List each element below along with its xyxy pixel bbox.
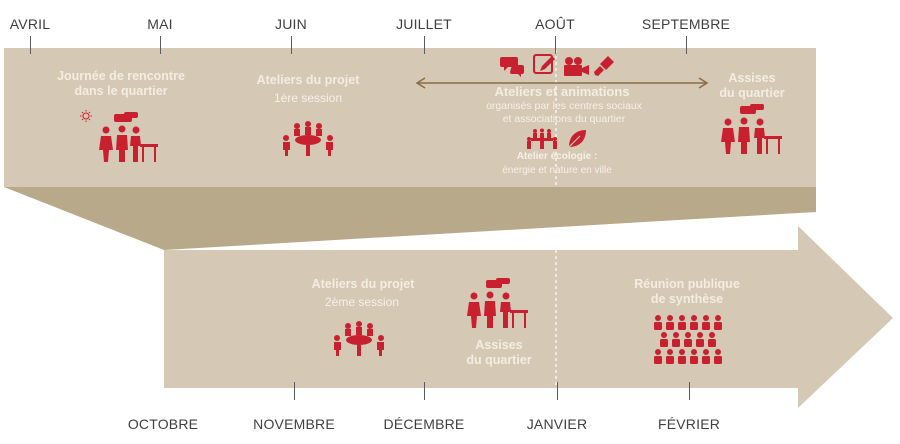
- tick-aout: [555, 36, 557, 54]
- month-juin: JUIN: [275, 16, 307, 32]
- month-octobre: OCTOBRE: [127, 416, 199, 432]
- month-decembre: DÉCEMBRE: [383, 416, 465, 432]
- workshop-icon: [527, 128, 557, 149]
- event-animations-sub: organisés par les centres sociaux et ass…: [486, 100, 642, 125]
- event-ateliers2-sub: 2ème session: [324, 295, 400, 309]
- month-avril: AVRIL: [9, 16, 51, 32]
- event-ateliers1-sub: 1ère session: [273, 91, 343, 105]
- round-table-icon: [283, 121, 333, 156]
- tick-avril: [30, 36, 32, 54]
- people-meeting-sun-icon: [80, 110, 158, 162]
- month-juillet: JUILLET: [396, 16, 452, 32]
- tick-juin: [291, 36, 293, 54]
- period-arrow: [415, 77, 709, 89]
- people-meeting-icon: [467, 278, 528, 328]
- event-rencontre-title: Journée de rencontre dans le quartier: [57, 69, 185, 98]
- round-table-icon: [334, 321, 384, 356]
- month-fevrier: FÉVRIER: [657, 416, 721, 432]
- event-ateliers1-title: Ateliers du projet: [256, 73, 360, 87]
- speech-bubbles-icon: [500, 57, 524, 77]
- paintbrush-icon: [594, 56, 614, 76]
- tick-mai: [160, 36, 162, 54]
- leaf-icon: [568, 130, 586, 148]
- people-meeting-icon: [721, 104, 782, 154]
- tick-septembre: [686, 36, 688, 54]
- tick-novembre: [294, 382, 296, 400]
- event-assises2-title: Assises du quartier: [466, 338, 532, 367]
- fold-shape: [4, 187, 816, 250]
- top-band: [4, 48, 816, 187]
- month-mai: MAI: [147, 16, 173, 32]
- event-ecologie-sub: énergie et nature en ville: [502, 165, 612, 176]
- tick-janvier: [557, 382, 559, 400]
- month-novembre: NOVEMBRE: [253, 416, 335, 432]
- month-aout: AOÛT: [535, 16, 575, 32]
- month-septembre: SEPTEMBRE: [641, 16, 731, 32]
- tick-juillet: [424, 36, 426, 54]
- event-ateliers2-title: Ateliers du projet: [311, 277, 415, 291]
- tick-decembre: [424, 382, 426, 400]
- pencil-note-icon: [533, 54, 555, 74]
- audience-icon: [654, 315, 722, 364]
- month-janvier: JANVIER: [526, 416, 588, 432]
- bottom-arrow: [164, 226, 893, 408]
- event-animations-title: Ateliers et animations: [494, 84, 630, 99]
- event-ecologie-title: Atelier écologie :: [516, 151, 598, 162]
- tick-fevrier: [689, 382, 691, 400]
- event-assises1-title: Assises du quartier: [719, 71, 785, 100]
- event-reunion-title: Réunion publique de synthèse: [634, 277, 740, 306]
- video-camera-icon: [564, 57, 589, 76]
